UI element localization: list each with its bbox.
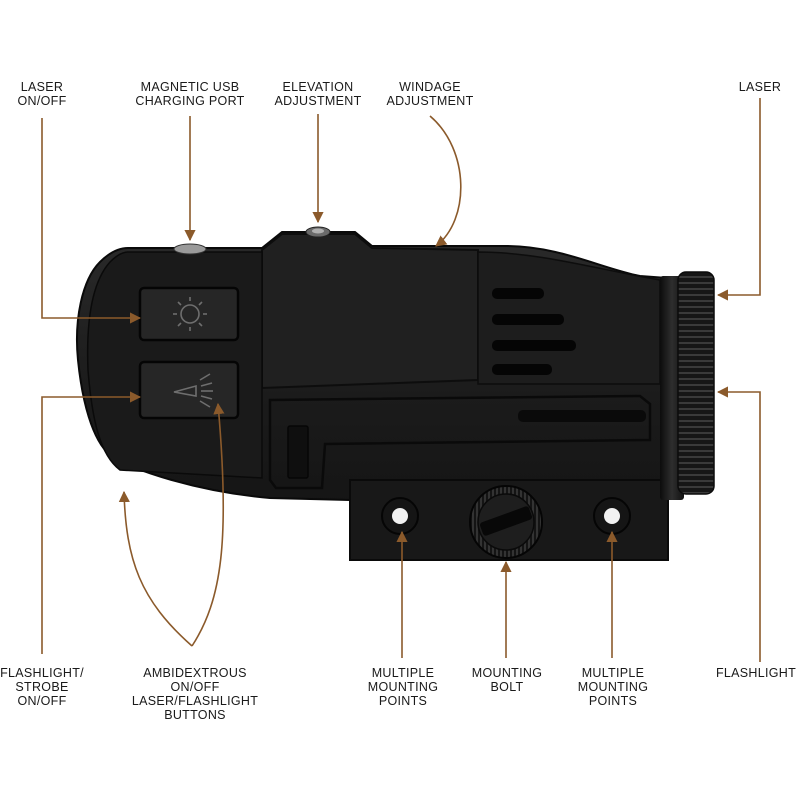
label-mounting-points-right: MULTIPLE MOUNTING POINTS — [570, 666, 656, 708]
label-laser-on-off: LASER ON/OFF — [2, 80, 82, 108]
mounting-point-right — [594, 498, 630, 534]
label-laser: LASER — [722, 80, 798, 94]
elevation-screw — [306, 227, 330, 237]
label-mounting-bolt: MOUNTING BOLT — [464, 666, 550, 694]
callout-line-windage — [430, 116, 461, 246]
callout-line-flashlight — [718, 392, 760, 662]
vent-slot — [492, 314, 564, 325]
label-mounting-points-left: MULTIPLE MOUNTING POINTS — [360, 666, 446, 708]
callout-line-laser — [718, 98, 760, 295]
vent-slot — [492, 340, 576, 351]
label-ambidextrous-buttons: AMBIDEXTROUS ON/OFF LASER/FLASHLIGHT BUT… — [120, 666, 270, 722]
side-notch — [288, 426, 308, 478]
callout-line-ambi-1 — [124, 492, 192, 646]
label-usb-charging-port: MAGNETIC USB CHARGING PORT — [125, 80, 255, 108]
side-slot — [518, 410, 646, 422]
flashlight-button[interactable] — [140, 362, 238, 418]
laser-light-body — [77, 227, 714, 560]
mounting-point-left — [382, 498, 418, 534]
top-cover — [262, 234, 478, 388]
laser-button[interactable] — [140, 288, 238, 340]
usb-port — [174, 244, 206, 254]
mounting-bolt[interactable] — [470, 486, 542, 558]
label-flashlight-strobe: FLASHLIGHT/ STROBE ON/OFF — [0, 666, 84, 708]
label-flashlight: FLASHLIGHT — [712, 666, 800, 680]
vent-slot — [492, 288, 544, 299]
vent-slot — [492, 364, 552, 375]
label-elevation-adjustment: ELEVATION ADJUSTMENT — [262, 80, 374, 108]
front-bezel — [660, 272, 714, 500]
label-windage-adjustment: WINDAGE ADJUSTMENT — [372, 80, 488, 108]
